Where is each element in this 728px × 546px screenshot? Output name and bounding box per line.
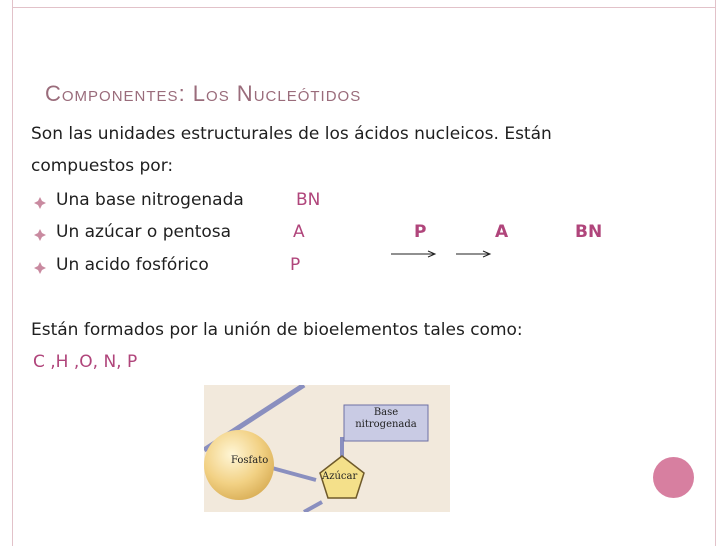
sequence-base: BN xyxy=(575,222,603,242)
diamond-bullet-icon xyxy=(34,229,46,241)
phosphate-sphere xyxy=(204,430,274,500)
sequence-sugar: A xyxy=(495,222,509,242)
slide-title: Componentes: Los Nucleótidos xyxy=(45,81,362,106)
intro-line-1: Son las unidades estructurales de los ác… xyxy=(31,124,552,144)
nucleotide-diagram xyxy=(204,385,429,512)
bullet-item-phosphate: Un acido fosfórico xyxy=(56,255,209,275)
abbr-base: BN xyxy=(296,190,321,210)
slide-frame xyxy=(12,0,716,546)
formed-by-line: Están formados por la unión de bioelemen… xyxy=(31,320,523,340)
base-label-line-2: nitrogenada xyxy=(355,419,417,430)
sequence-phosphate: P xyxy=(414,222,427,242)
sugar-label: Azúcar xyxy=(322,471,358,482)
diamond-bullet-icon xyxy=(34,197,46,209)
base-label-line-1: Base xyxy=(373,407,399,418)
arrow-right-icon xyxy=(391,250,437,258)
intro-line-2: compuestos por: xyxy=(31,156,174,176)
decorative-circle xyxy=(653,457,694,498)
diamond-bullet-icon xyxy=(34,262,46,274)
top-rule xyxy=(12,7,716,8)
bullet-item-sugar: Un azúcar o pentosa xyxy=(56,222,232,242)
abbr-sugar: A xyxy=(293,222,305,242)
nucleotide-figure: Base nitrogenada Fosfato Azúcar xyxy=(204,385,450,512)
arrow-right-icon xyxy=(456,250,492,258)
abbr-phosphate: P xyxy=(290,255,301,275)
phosphate-label: Fosfato xyxy=(231,455,269,466)
bullet-item-base: Una base nitrogenada xyxy=(56,190,244,210)
elements-line: C ,H ,O, N, P xyxy=(33,352,138,372)
